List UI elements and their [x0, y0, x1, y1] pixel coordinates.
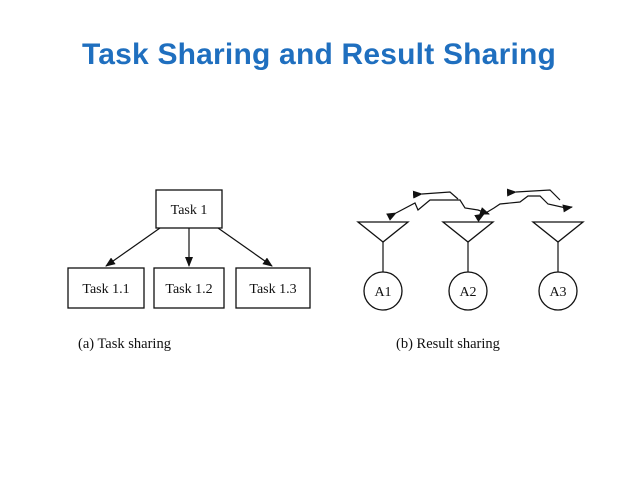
agent-node-3: A3 [538, 271, 578, 311]
agent-label-1: A1 [374, 285, 391, 300]
agent-antenna-2 [441, 221, 495, 272]
slide-title: Task Sharing and Result Sharing [81, 38, 557, 71]
agent-label-2: A2 [459, 285, 476, 300]
task-child-node-3: Task 1.3 [235, 267, 311, 309]
result-sharing-diagram: A1 A2 A3 (b) Result sharing [356, 188, 585, 352]
task-child-node-1: Task 1.1 [67, 267, 145, 309]
task-root-node: Task 1 [155, 189, 223, 229]
agent-node-1: A1 [363, 271, 403, 311]
task-child-label-2: Task 1.2 [165, 282, 212, 297]
task-sharing-diagram: Task 1 Task 1.1 Task 1.2 Task 1.3 (a) Ta… [67, 189, 311, 352]
agent-label-3: A3 [549, 285, 566, 300]
task-child-node-2: Task 1.2 [153, 267, 225, 309]
agent-antenna-3 [531, 221, 585, 272]
agent-antenna-1 [356, 221, 410, 272]
task-sharing-caption: (a) Task sharing [78, 336, 171, 352]
task-arrow-1 [105, 227, 161, 267]
communication-link-2-3 [474, 188, 573, 223]
task-arrow-3 [217, 227, 273, 267]
task-root-label: Task 1 [171, 203, 208, 218]
communication-link-1-2 [386, 190, 490, 221]
task-child-label-3: Task 1.3 [249, 282, 296, 297]
result-sharing-caption: (b) Result sharing [396, 336, 500, 352]
agent-node-2: A2 [448, 271, 488, 311]
task-child-label-1: Task 1.1 [82, 282, 129, 297]
